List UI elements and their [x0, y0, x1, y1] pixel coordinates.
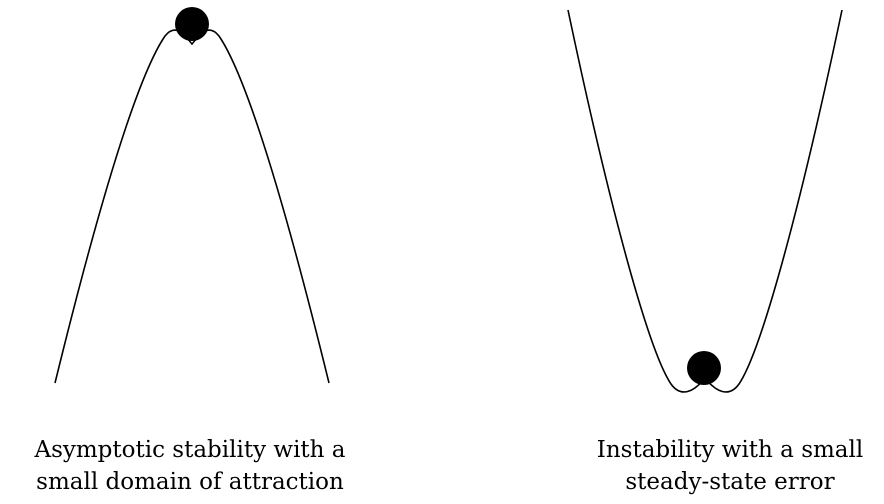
panel-left-graphic — [54, 7, 330, 384]
caption-left-line2: small domain of attraction — [36, 469, 344, 495]
panel-right-graphic — [567, 9, 843, 393]
ball-bottom — [687, 351, 721, 385]
hill-curve — [54, 29, 330, 384]
caption-right-line1: Instability with a small — [596, 437, 864, 463]
caption-left: Asymptotic stability with a small domain… — [10, 434, 370, 498]
caption-right-line2: steady-state error — [625, 469, 835, 495]
caption-right: Instability with a small steady-state er… — [550, 434, 884, 498]
valley-curve — [567, 9, 843, 393]
caption-left-line1: Asymptotic stability with a — [34, 437, 346, 463]
ball-top — [175, 7, 209, 41]
